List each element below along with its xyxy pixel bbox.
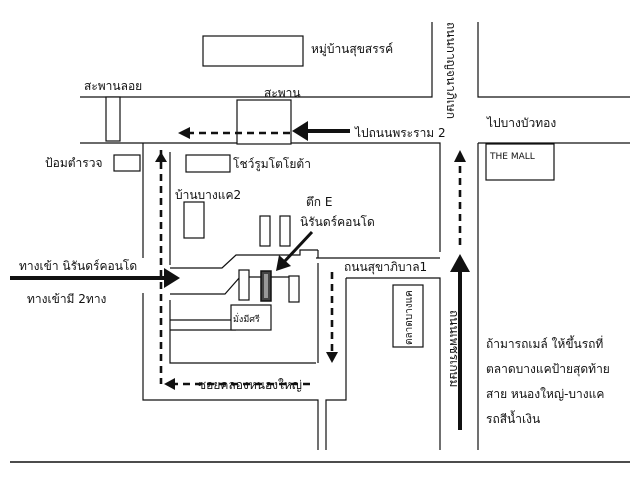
label-floating-bridge: สะพานลอย	[84, 79, 142, 93]
village-box	[202, 35, 304, 67]
solid-arrows	[10, 121, 470, 430]
map-labels: หมู่บ้านสุขสรรค์ สะพานลอย สะพาน ไปถนนพระ…	[19, 22, 610, 426]
label-phetkasem-road: ถนนเพชรเกษม	[447, 310, 461, 387]
buildings	[105, 35, 555, 348]
the-mall-box	[485, 143, 555, 181]
label-entrance-1: ทางเข้า นิรันดร์คอนโด	[19, 259, 137, 273]
dashed-arrowheads	[155, 127, 466, 390]
arrow-building-e-shaft	[282, 230, 314, 264]
label-police-box: ป้อมตำรวจ	[45, 156, 102, 170]
bridge-box	[236, 99, 292, 145]
police-box	[113, 154, 141, 172]
toyota-showroom-box	[185, 154, 231, 173]
floating-bridge-box	[105, 96, 121, 142]
roads	[10, 22, 630, 463]
sukhaphiban-road-west	[325, 278, 347, 450]
label-sukhaphiban1: ถนนสุขาภิบาล1	[344, 260, 427, 275]
tower-1	[259, 215, 271, 247]
label-toyota-showroom: โชว์รูมโตโยต้า	[233, 157, 311, 172]
tower-2	[279, 215, 291, 247]
label-mangmeesri: มั่งมีศรี	[233, 312, 260, 325]
label-building-e-2: นิรันดร์คอนโด	[300, 215, 375, 229]
sukhaphiban-road-north	[346, 277, 441, 450]
bus-note-line-2: ตลาดบางแคป้ายสุดท้าย	[486, 362, 610, 377]
label-the-mall: THE MALL	[489, 152, 535, 162]
arrowhead-right-up	[454, 150, 466, 162]
label-entrance-2: ทางเข้ามี 2ทาง	[27, 292, 106, 306]
left-road-west-edge-2	[142, 293, 319, 450]
bus-note-line-4: รถสีน้ำเงิน	[486, 410, 540, 426]
arrowhead-sukhaphiban-down	[326, 352, 338, 363]
label-to-bangbuathong: ไปบางบัวทอง	[486, 116, 556, 130]
arrow-entrance-head	[164, 268, 180, 288]
top-road-south-edge	[80, 142, 441, 252]
right-road-east-edge	[477, 22, 630, 98]
label-bridge: สะพาน	[264, 86, 301, 100]
label-kanchanaphisek-road: ถนนกาญจนาภิเษก	[444, 22, 458, 119]
arrowhead-top-left	[178, 127, 190, 139]
arrowhead-bottom-left	[164, 378, 175, 390]
top-road-north-edge	[80, 22, 433, 98]
arrow-building-e-head	[276, 255, 291, 271]
ban-bangkhae2-box	[183, 201, 205, 239]
label-building-e-1: ตึก E	[306, 195, 332, 209]
bus-note-line-1: ถ้ามารถเมล์ ให้ขึ้นรถที่	[486, 335, 603, 351]
mangmeesri-box	[230, 304, 272, 331]
label-to-rama2: ไปถนนพระราม 2	[354, 126, 446, 140]
label-ban-bangkhae2: บ้านบางแค2	[175, 188, 241, 202]
tower-3	[238, 269, 250, 301]
tower-4	[288, 275, 300, 303]
route-dashed	[159, 131, 462, 386]
bus-note-line-3: สาย หนองใหญ่-บางแค	[486, 387, 604, 401]
arrow-bus-up-head	[450, 254, 470, 272]
left-road-east-edge-2	[169, 300, 316, 364]
arrowhead-left-down	[155, 152, 167, 162]
building-e-highlight	[264, 274, 268, 298]
entrance-lane-north	[170, 249, 318, 269]
bangkhae-market-box	[392, 284, 424, 348]
label-bangkhae-market: ตลาดบางแค	[404, 290, 415, 345]
label-village: หมู่บ้านสุขสรรค์	[311, 42, 393, 57]
label-soi-khlong-nongyai: ซอยคลองหนองใหญ่	[198, 378, 302, 392]
arrow-from-rama2-head	[292, 121, 308, 141]
entrance-lane-south	[170, 276, 292, 295]
